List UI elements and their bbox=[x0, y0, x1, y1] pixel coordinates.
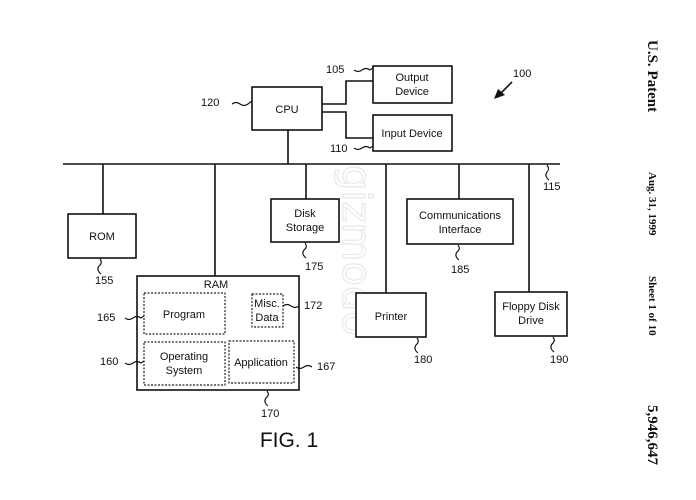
disk-storage-label-line2: Storage bbox=[286, 222, 325, 234]
bus-ref: 115 bbox=[543, 181, 561, 193]
input-device-box bbox=[372, 114, 453, 152]
operating-system-box bbox=[143, 341, 226, 386]
floppy-disk-drive-ref: 190 bbox=[550, 354, 568, 366]
communications-interface-node: Communications Interface 185 bbox=[406, 198, 514, 276]
misc-data-label-line1: Misc. bbox=[254, 298, 280, 310]
patent-office: U.S. Patent bbox=[644, 40, 660, 112]
printer-ref: 180 bbox=[414, 354, 432, 366]
operating-system-label-line1: Operating bbox=[160, 351, 208, 363]
output-device-ref: 105 bbox=[326, 64, 344, 76]
patent-number: 5,946,647 bbox=[644, 405, 660, 466]
program-leader bbox=[124, 315, 145, 321]
system-ref: 100 bbox=[513, 68, 531, 80]
ram-node: RAM 170 Program 165 Misc. Data 172 Opera… bbox=[97, 275, 335, 420]
rom-ref: 155 bbox=[95, 275, 113, 287]
input-device-node: Input Device 110 bbox=[330, 114, 453, 155]
disk-storage-ref: 175 bbox=[305, 261, 323, 273]
bus-leader bbox=[545, 164, 550, 181]
rom-node: ROM 155 bbox=[67, 213, 137, 287]
output-device-label-line1: Output bbox=[395, 72, 428, 84]
misc-data-ref: 172 bbox=[304, 300, 322, 312]
cpu-node: CPU 120 bbox=[201, 86, 323, 131]
patent-date: Aug. 31, 1999 bbox=[646, 172, 658, 236]
printer-leader bbox=[414, 337, 419, 354]
sheet-number: Sheet 1 of 10 bbox=[646, 276, 658, 336]
ram-label: RAM bbox=[204, 279, 228, 291]
floppy-disk-drive-node: Floppy Disk Drive 190 bbox=[494, 291, 568, 366]
disk-storage-node: Disk Storage 175 bbox=[270, 198, 340, 273]
input-device-leader bbox=[353, 145, 374, 151]
misc-data-label-line2: Data bbox=[255, 312, 279, 324]
application-label: Application bbox=[234, 357, 288, 369]
printer-node: Printer 180 bbox=[355, 292, 432, 366]
cpu-box bbox=[251, 86, 323, 131]
communications-interface-label-line2: Interface bbox=[439, 224, 482, 236]
system-ref-arrow-shaft bbox=[499, 81, 513, 95]
cpu-ref: 120 bbox=[201, 97, 219, 109]
operating-system-label-line2: System bbox=[166, 365, 203, 377]
input-device-ref: 110 bbox=[330, 143, 348, 155]
ram-ref: 170 bbox=[261, 408, 279, 420]
floppy-disk-drive-label-line2: Drive bbox=[518, 315, 544, 327]
disk-storage-label-line1: Disk bbox=[294, 208, 316, 220]
program-ref: 165 bbox=[97, 312, 115, 324]
figure-title: FIG. 1 bbox=[260, 429, 318, 452]
application-ref: 167 bbox=[317, 361, 335, 373]
input-device-label: Input Device bbox=[381, 128, 442, 140]
program-box bbox=[143, 292, 226, 335]
floppy-disk-drive-box bbox=[494, 291, 568, 337]
ram-leader bbox=[264, 390, 269, 407]
floppy-disk-drive-label-line1: Floppy Disk bbox=[502, 301, 560, 313]
cpu-label: CPU bbox=[275, 104, 298, 116]
output-device-node: Output Device 105 bbox=[326, 64, 453, 104]
disk-storage-box bbox=[270, 198, 340, 243]
system-ref-arrowhead-icon bbox=[494, 89, 505, 99]
application-leader bbox=[295, 364, 313, 370]
program-label: Program bbox=[163, 309, 205, 321]
communications-interface-box bbox=[406, 198, 514, 245]
operating-system-ref: 160 bbox=[100, 356, 118, 368]
operating-system-leader bbox=[124, 360, 145, 366]
floppy-disk-drive-leader bbox=[550, 336, 555, 353]
communications-interface-label-line1: Communications bbox=[419, 210, 501, 222]
misc-data-leader bbox=[282, 303, 300, 309]
output-device-leader bbox=[353, 67, 374, 73]
output-device-box bbox=[372, 65, 453, 104]
rom-label: ROM bbox=[89, 231, 115, 243]
misc-data-box bbox=[251, 293, 284, 328]
rom-box bbox=[67, 213, 137, 259]
cpu-output-link bbox=[322, 80, 373, 105]
printer-box bbox=[355, 292, 427, 338]
communications-interface-leader bbox=[455, 244, 460, 261]
printer-label: Printer bbox=[375, 311, 408, 323]
disk-storage-leader bbox=[302, 242, 307, 259]
cpu-leader bbox=[231, 100, 253, 107]
cpu-input-link bbox=[322, 111, 373, 139]
rom-leader bbox=[97, 258, 102, 275]
application-box bbox=[228, 340, 295, 384]
output-device-label-line2: Device bbox=[395, 86, 429, 98]
communications-interface-ref: 185 bbox=[451, 264, 469, 276]
